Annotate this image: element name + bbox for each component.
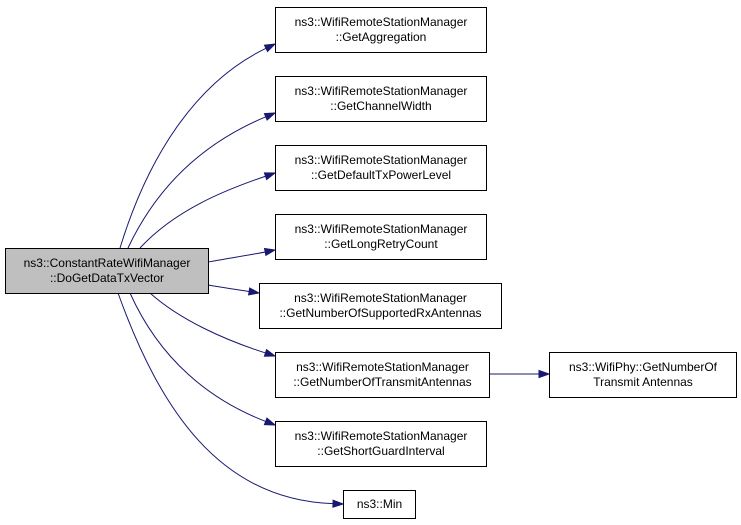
edge-arrowhead	[332, 499, 345, 508]
edge-line	[127, 116, 266, 249]
edge-root-to-get-long-retry-count	[207, 247, 277, 263]
node-label-line: ::GetChannelWidth	[330, 99, 431, 113]
node-label-line: ns3::WifiRemoteStationManager	[295, 84, 468, 98]
node-get-channel-width[interactable]: ns3::WifiRemoteStationManager::GetChanne…	[275, 76, 487, 122]
node-root[interactable]: ns3::ConstantRateWifiManager::DoGetDataT…	[5, 248, 209, 294]
node-label-line: ::GetShortGuardInterval	[317, 444, 444, 458]
edge-root-to-get-channel-width	[127, 112, 277, 249]
node-box[interactable]	[5, 248, 209, 294]
edge-arrowhead	[538, 369, 551, 379]
node-wifiphy-get-number-of-transmit-antennas[interactable]: ns3::WifiPhy::GetNumberOfTransmit Antenn…	[549, 352, 737, 398]
edge-line	[207, 284, 250, 292]
edge-arrowhead	[263, 112, 277, 121]
edge-root-to-get-aggregation	[119, 43, 277, 249]
edge-arrowhead	[263, 348, 277, 357]
node-label-line: ns3::ConstantRateWifiManager	[24, 256, 191, 270]
edge-line	[129, 292, 266, 422]
node-label-line: ::GetLongRetryCount	[324, 237, 438, 251]
node-label-line: Transmit Antennas	[593, 375, 693, 389]
edge-arrowhead	[247, 287, 261, 296]
node-label-line: ns3::WifiRemoteStationManager	[295, 15, 468, 29]
node-label-line: ns3::Min	[357, 497, 402, 511]
node-label-line: ::GetNumberOfSupportedRxAntennas	[279, 306, 481, 320]
edge-arrowhead	[263, 417, 277, 426]
node-box[interactable]	[275, 421, 487, 467]
node-label-line: ns3::WifiRemoteStationManager	[294, 291, 467, 305]
node-box[interactable]	[275, 214, 487, 260]
node-label-line: ::DoGetDataTxVector	[50, 271, 164, 285]
edge-line	[139, 175, 266, 249]
node-box[interactable]	[275, 145, 487, 191]
edge-line	[207, 251, 266, 263]
node-box[interactable]	[343, 490, 416, 519]
edge-root-to-min	[117, 292, 345, 508]
node-box[interactable]	[275, 352, 490, 398]
edge-line	[119, 47, 267, 249]
edge-root-to-get-short-guard-interval	[129, 292, 277, 426]
node-get-short-guard-interval[interactable]: ns3::WifiRemoteStationManager::GetShortG…	[275, 421, 487, 467]
edge-arrowhead	[263, 172, 277, 181]
node-label-line: ns3::WifiRemoteStationManager	[295, 222, 468, 236]
edge-arrowhead	[263, 247, 277, 257]
edge-root-to-get-number-of-supported-rx-antennas	[207, 284, 261, 296]
edge-line	[117, 292, 334, 505]
node-box[interactable]	[275, 7, 487, 53]
node-label-line: ns3::WifiRemoteStationManager	[296, 360, 469, 374]
node-box[interactable]	[259, 283, 502, 329]
edge-root-to-get-number-of-transmit-antennas	[149, 292, 277, 357]
node-label-line: ns3::WifiRemoteStationManager	[295, 429, 468, 443]
edge-arrowhead	[263, 43, 277, 53]
node-label-line: ::GetDefaultTxPowerLevel	[311, 168, 451, 182]
node-label-line: ::GetAggregation	[336, 30, 427, 44]
node-get-default-tx-power-level[interactable]: ns3::WifiRemoteStationManager::GetDefaul…	[275, 145, 487, 191]
node-label-line: ::GetNumberOfTransmitAntennas	[293, 375, 471, 389]
node-get-long-retry-count[interactable]: ns3::WifiRemoteStationManager::GetLongRe…	[275, 214, 487, 260]
node-box[interactable]	[275, 76, 487, 122]
edge-line	[149, 292, 266, 354]
node-min[interactable]: ns3::Min	[343, 490, 416, 519]
node-get-aggregation[interactable]: ns3::WifiRemoteStationManager::GetAggreg…	[275, 7, 487, 53]
node-get-number-of-supported-rx-antennas[interactable]: ns3::WifiRemoteStationManager::GetNumber…	[259, 283, 502, 329]
node-box[interactable]	[549, 352, 737, 398]
node-label-line: ns3::WifiPhy::GetNumberOf	[569, 360, 718, 374]
node-get-number-of-transmit-antennas[interactable]: ns3::WifiRemoteStationManager::GetNumber…	[275, 352, 490, 398]
node-label-line: ns3::WifiRemoteStationManager	[295, 153, 468, 167]
edge-get-number-of-transmit-antennas-to-wifiphy-get-number-of-transmit-antennas	[488, 369, 551, 379]
edge-root-to-get-default-tx-power-level	[139, 172, 277, 249]
